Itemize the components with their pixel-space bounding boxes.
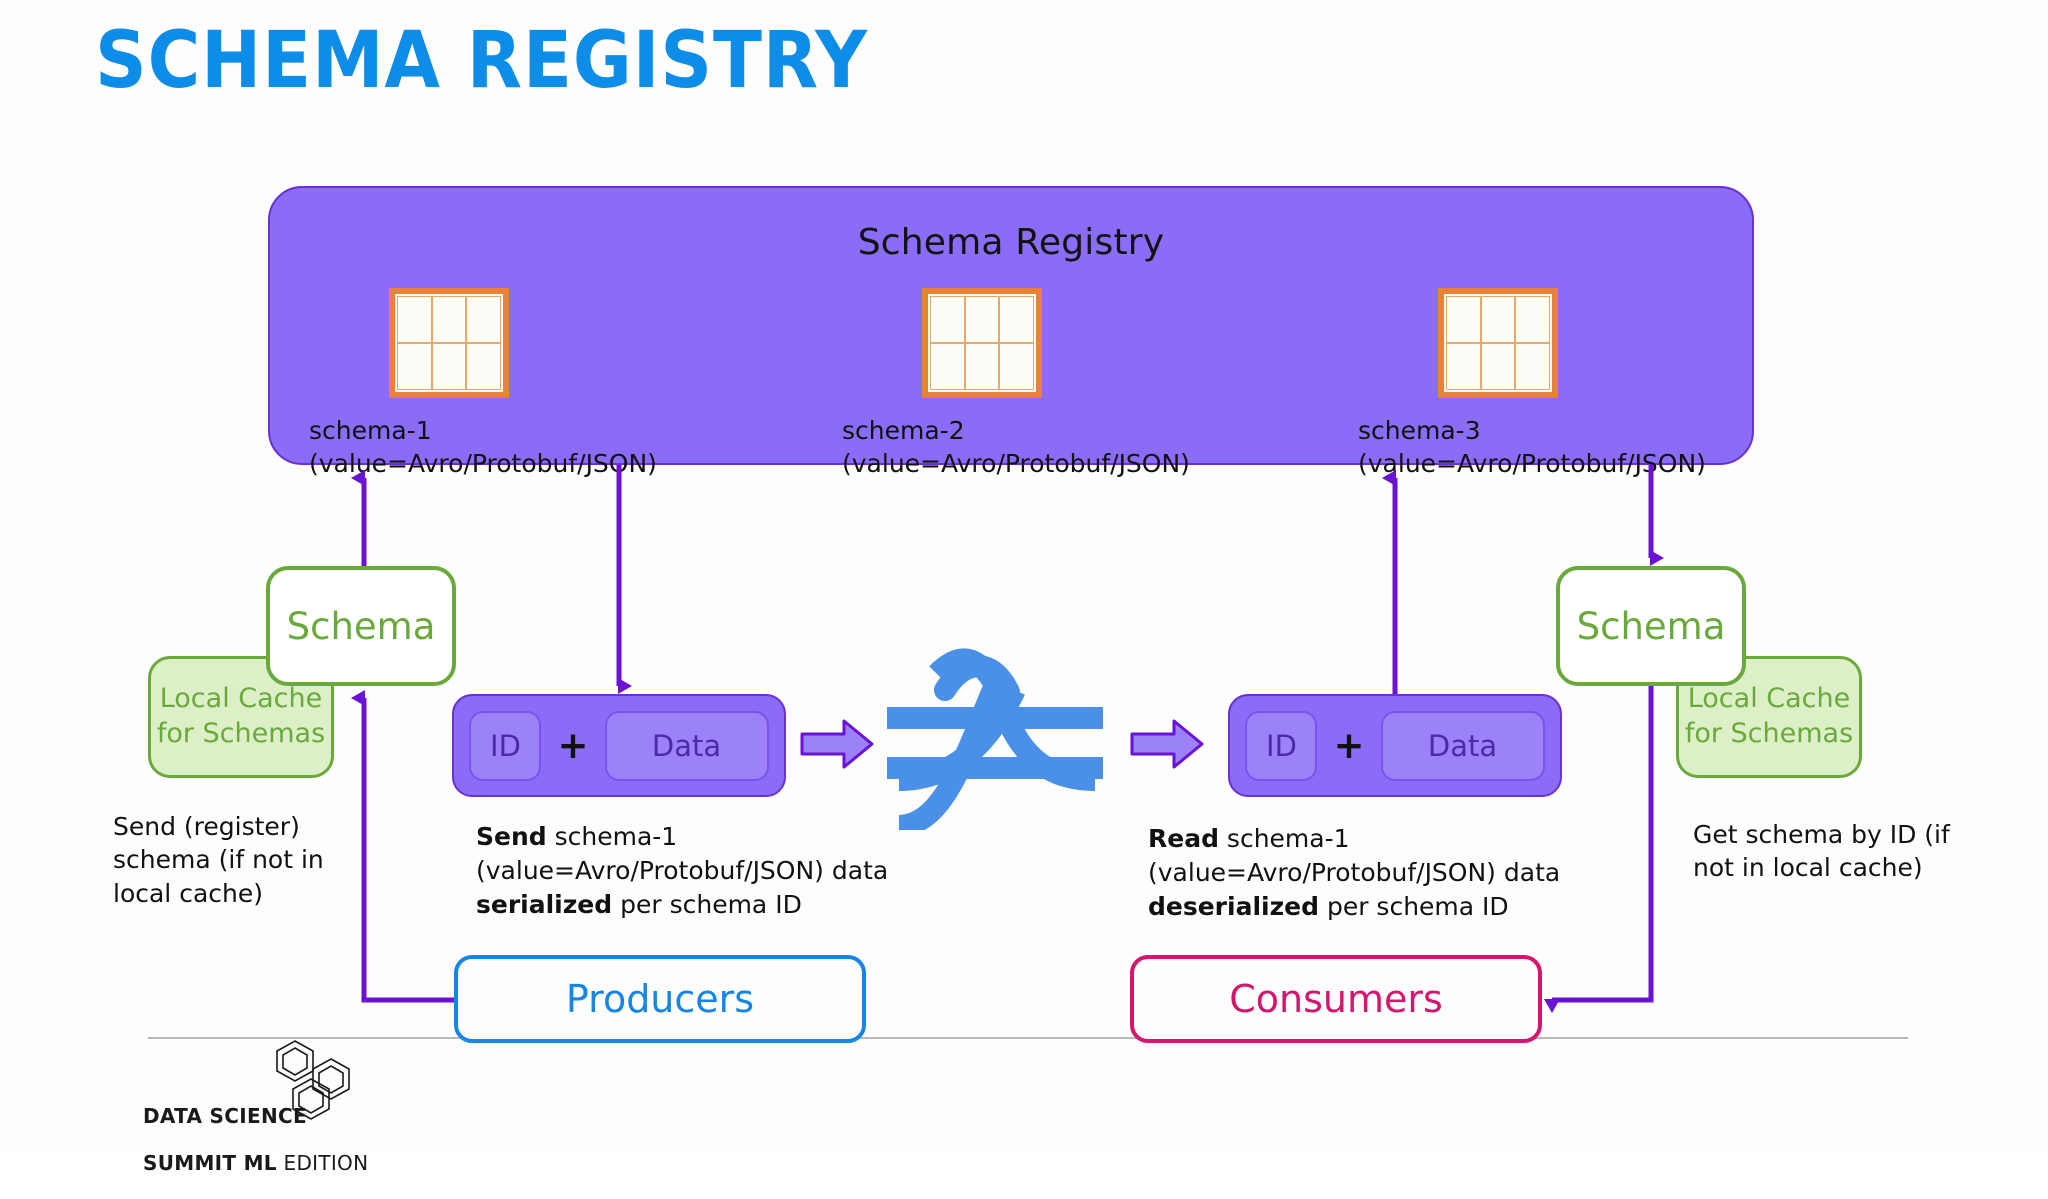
- producer-flow-caption: Send schema-1 (value=Avro/Protobuf/JSON)…: [476, 820, 896, 921]
- schema-grid-icon: [922, 288, 1042, 398]
- schema-registry-panel: Schema Registry schema-1 (value=Avro/Pro…: [268, 186, 1754, 478]
- consumer-get-schema-caption: Get schema by ID (if not in local cache): [1693, 820, 1950, 883]
- consumers-label: Consumers: [1229, 977, 1443, 1021]
- schema-slot-1: schema-1 (value=Avro/Protobuf/JSON): [309, 288, 657, 478]
- schema-caption: schema-1 (value=Avro/Protobuf/JSON): [309, 416, 657, 478]
- consumer-schema-box: Schema: [1556, 566, 1746, 686]
- schema-grid-cell: [964, 343, 1000, 390]
- schema-grid-cell: [1515, 296, 1550, 343]
- producer-flow-line1-rest: schema-1: [546, 822, 678, 851]
- schema-grid-cell: [431, 343, 467, 390]
- broker-to-consumer-arrow: [1130, 719, 1204, 769]
- schema-grid-cell: [930, 343, 965, 390]
- schema-grid-cell: [397, 296, 432, 343]
- producer-payload-box: ID + Data: [452, 694, 786, 797]
- schema-grid-cell: [999, 343, 1034, 390]
- schema-grid-cell: [431, 296, 467, 343]
- event-logo-line2-bold: SUMMIT ML: [143, 1150, 277, 1175]
- producers-box[interactable]: Producers: [454, 955, 866, 1043]
- consumer-schema-label: Schema: [1576, 604, 1726, 648]
- hexagon-cluster-icon: [276, 1040, 350, 1120]
- consumers-box[interactable]: Consumers: [1130, 955, 1542, 1043]
- consumer-local-cache-box: Local Cache for Schemas: [1676, 656, 1862, 778]
- producers-label: Producers: [565, 977, 755, 1021]
- producer-register-caption: Send (register) schema (if not in local …: [113, 812, 324, 908]
- consumer-flow-caption: Read schema-1 (value=Avro/Protobuf/JSON)…: [1148, 822, 1568, 923]
- schema-grid-icon: [389, 288, 509, 398]
- baseline-divider: [148, 1037, 1908, 1039]
- producer-flow-line1-bold: Send: [476, 822, 547, 851]
- schema-grid-cell: [964, 296, 1000, 343]
- schema-slot-2: schema-2 (value=Avro/Protobuf/JSON): [842, 288, 1190, 478]
- page-title: SCHEMA REGISTRY: [95, 16, 868, 106]
- consumer-payload-id: ID: [1245, 710, 1318, 781]
- schema-grid-cell: [397, 343, 432, 390]
- producer-payload-plus: +: [557, 724, 589, 767]
- consumer-payload-plus: +: [1333, 724, 1365, 767]
- kafka-stream-icon: [887, 648, 1103, 830]
- schema-grid-cell: [1480, 343, 1516, 390]
- schema-slot-3: schema-3 (value=Avro/Protobuf/JSON): [1358, 288, 1706, 478]
- consumer-payload-box: ID + Data: [1228, 694, 1562, 797]
- schema-grid-icon: [1438, 288, 1558, 398]
- schema-grid-cell: [1446, 296, 1481, 343]
- schema-grid-cell: [999, 296, 1034, 343]
- schema-grid-cell: [466, 343, 501, 390]
- consumer-flow-line1-rest: schema-1: [1218, 824, 1350, 853]
- producer-schema-label: Schema: [286, 604, 436, 648]
- producer-flow-line2: (value=Avro/Protobuf/JSON) data: [476, 855, 889, 885]
- consumer-flow-line3-rest: per schema ID: [1319, 891, 1509, 921]
- producer-to-broker-arrow: [800, 719, 874, 769]
- schema-grid-cell: [466, 296, 501, 343]
- producer-flow-line3-rest: per schema ID: [612, 889, 802, 919]
- producer-local-cache-box: Local Cache for Schemas: [148, 656, 334, 778]
- consumer-flow-line1-bold: Read: [1148, 824, 1219, 853]
- producer-payload-data: Data: [604, 710, 769, 781]
- producer-local-cache-label: Local Cache for Schemas: [156, 683, 326, 749]
- event-logo-line1: DATA SCIENCE: [143, 1103, 307, 1128]
- diagram-canvas: SCHEMA REGISTRY Schema Regi: [95, 16, 1950, 1175]
- producer-payload-id: ID: [469, 710, 542, 781]
- producer-flow-line3-bold: serialized: [476, 889, 613, 919]
- schema-caption: schema-3 (value=Avro/Protobuf/JSON): [1358, 416, 1706, 478]
- event-logo: DATA SCIENCE SUMMIT ML EDITION: [143, 1040, 393, 1175]
- schema-caption: schema-2 (value=Avro/Protobuf/JSON): [842, 416, 1190, 478]
- consumer-flow-line3-bold: deserialized: [1148, 891, 1319, 921]
- schema-grid-cell: [1480, 296, 1516, 343]
- consumer-payload-data: Data: [1380, 710, 1545, 781]
- schema-grid-cell: [1446, 343, 1481, 390]
- schema-grid-cell: [930, 296, 965, 343]
- producer-schema-box: Schema: [266, 566, 456, 686]
- consumer-local-cache-label: Local Cache for Schemas: [1684, 683, 1854, 749]
- consumer-flow-line2: (value=Avro/Protobuf/JSON) data: [1148, 857, 1561, 887]
- event-logo-line2-thin: EDITION: [276, 1150, 369, 1175]
- schema-grid-cell: [1515, 343, 1550, 390]
- schema-registry-title: Schema Registry: [857, 222, 1165, 263]
